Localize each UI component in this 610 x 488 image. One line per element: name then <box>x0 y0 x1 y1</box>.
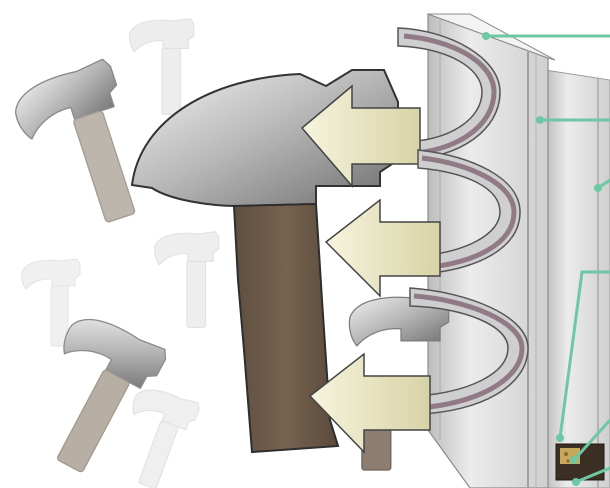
hammer-icon <box>8 58 156 239</box>
callout-dot <box>536 116 544 124</box>
callout-dot <box>570 456 578 464</box>
hammer-icon <box>155 232 219 328</box>
callout-dot <box>482 32 490 40</box>
callout-dot <box>572 478 580 486</box>
main-hammer-handle <box>234 204 338 452</box>
callout-dot <box>556 434 564 442</box>
callout-dot <box>594 184 602 192</box>
hammer-icon <box>130 19 194 115</box>
glass-pane-back <box>545 70 610 488</box>
